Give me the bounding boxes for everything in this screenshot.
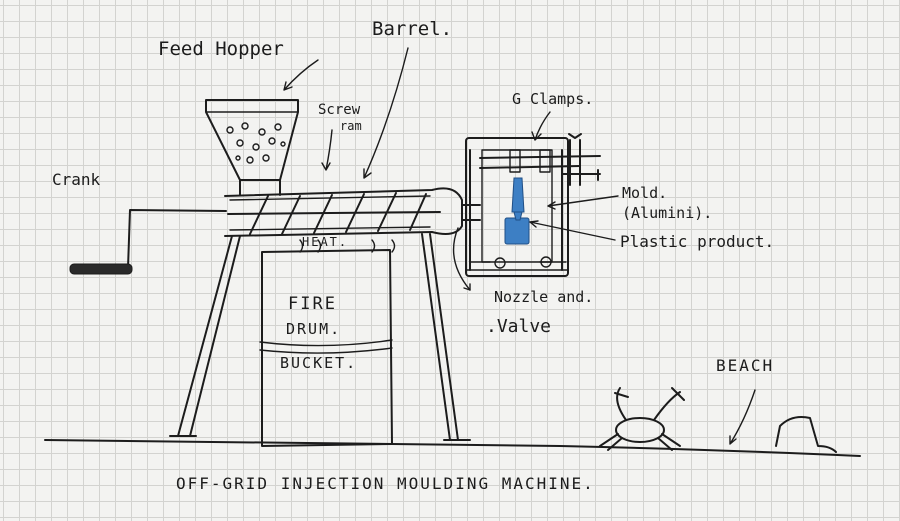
label-valve: .Valve bbox=[486, 316, 552, 337]
label-beach: BEACH bbox=[716, 356, 775, 375]
label-fire: FIRE bbox=[288, 294, 337, 314]
crab bbox=[599, 387, 685, 451]
ground-line bbox=[44, 439, 861, 457]
label-drum: DRUM. bbox=[286, 320, 342, 338]
fire-drum bbox=[259, 249, 393, 447]
screw-ram bbox=[227, 192, 441, 235]
label-ram: ram bbox=[340, 119, 362, 133]
label-mold-material: (Alumini). bbox=[622, 204, 713, 222]
label-mold: Mold. bbox=[622, 184, 668, 202]
mold-frame bbox=[465, 137, 569, 277]
stand-legs bbox=[169, 233, 471, 441]
label-bucket: BUCKET. bbox=[280, 354, 358, 372]
label-heat: HEAT. bbox=[302, 235, 349, 249]
plastic-product bbox=[504, 177, 530, 245]
label-crank: Crank bbox=[52, 170, 101, 189]
label-plastic-product: Plastic product. bbox=[620, 232, 775, 251]
label-nozzle: Nozzle and. bbox=[494, 288, 594, 306]
beach-rock bbox=[775, 416, 837, 453]
crank bbox=[69, 209, 227, 275]
label-screw: Screw bbox=[318, 102, 361, 118]
diagram-title: OFF-GRID INJECTION MOULDING MACHINE. bbox=[176, 474, 595, 493]
heat-marks bbox=[299, 239, 396, 253]
feed-hopper bbox=[205, 99, 299, 196]
g-clamps bbox=[479, 133, 601, 186]
annotation-arrows bbox=[283, 47, 756, 445]
label-feed-hopper: Feed Hopper bbox=[158, 38, 284, 60]
label-barrel: Barrel. bbox=[372, 18, 453, 40]
label-g-clamps: G Clamps. bbox=[512, 90, 594, 108]
